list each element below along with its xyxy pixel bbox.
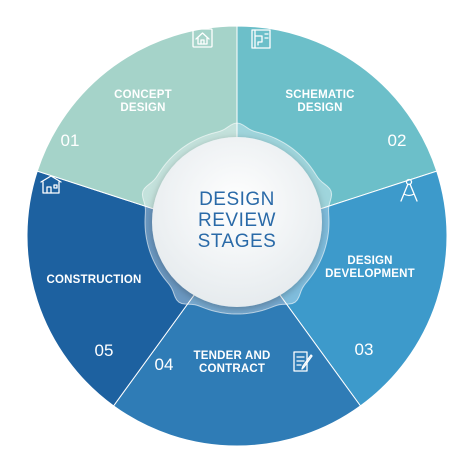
contract-pen-icon [293,351,313,372]
blueprint-icon [251,29,271,49]
stage-4-label-line-1: TENDER AND [194,350,271,362]
stage-3-label-line-1: DESIGN [347,255,392,267]
center-title-line-1: DESIGN [199,189,275,210]
stage-5-number: 05 [95,341,114,360]
stage-1-number: 01 [61,131,80,150]
stage-1-label-line-2: DESIGN [120,102,165,114]
stage-3-number: 03 [355,340,374,359]
stage-4-number: 04 [155,355,174,374]
house-plan-icon [192,28,213,48]
stage-5-label: CONSTRUCTION [46,274,141,286]
stage-2-number: 02 [388,131,407,150]
stage-4-label-line-2: CONTRACT [199,363,265,375]
building-icon [40,175,62,194]
stage-2-label-line-2: DESIGN [297,102,342,114]
stage-2-label-line-1: SCHEMATIC [285,89,354,101]
stage-1-label-line-1: CONCEPT [114,89,172,101]
center-title-line-2: REVIEW [198,210,276,231]
compass-icon [400,178,418,202]
center-disc [152,137,322,307]
stage-3-label-line-2: DEVELOPMENT [325,268,415,280]
center-title-line-3: STAGES [198,231,277,252]
